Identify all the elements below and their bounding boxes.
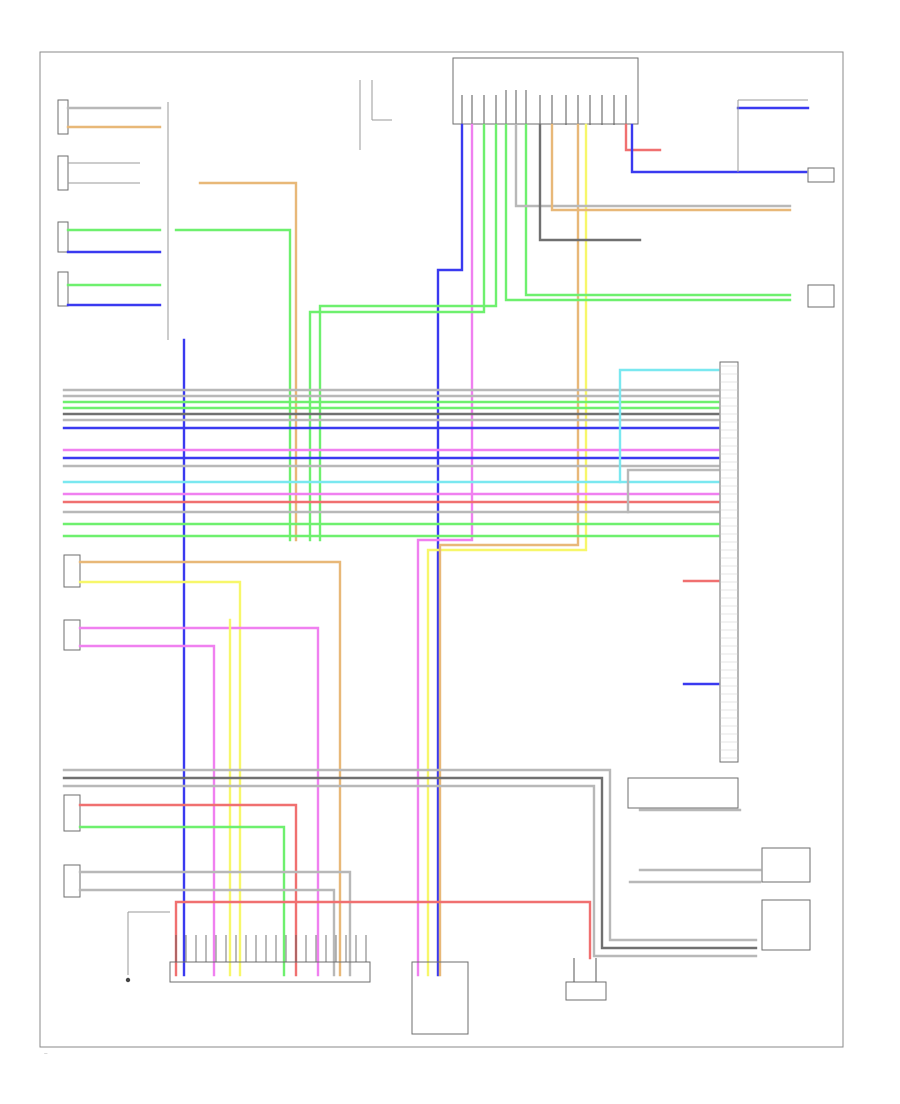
ground-point bbox=[125, 911, 170, 983]
wire-gray-lower-1 bbox=[62, 768, 758, 942]
wire-green-top-4 bbox=[308, 123, 486, 542]
wire-orange-top bbox=[550, 123, 792, 212]
bottom-main-connector bbox=[169, 935, 371, 983]
wire-green-tw-2 bbox=[174, 228, 292, 542]
top-center-connector bbox=[359, 80, 392, 150]
bottom-center-connector bbox=[411, 961, 469, 1035]
wire-gray-riser bbox=[626, 468, 720, 514]
wire-blue-main bbox=[436, 123, 464, 977]
wire-blue-top-right bbox=[630, 123, 808, 174]
right-connector-strip bbox=[719, 361, 739, 763]
wire-green-top-3 bbox=[318, 123, 498, 542]
wire-yellow-center bbox=[78, 580, 242, 977]
wire-pink-main bbox=[416, 123, 474, 977]
diagram-frame bbox=[39, 51, 844, 1048]
top-right-unit-pins bbox=[461, 90, 627, 125]
wire-red-sub bbox=[78, 803, 298, 977]
speaker-front-right bbox=[57, 99, 140, 135]
wire-green-top-2 bbox=[504, 123, 792, 302]
wire-gray-top-2 bbox=[538, 123, 642, 242]
speaker-center bbox=[63, 554, 81, 588]
right-connector-pins bbox=[720, 365, 738, 759]
subwoofer-left bbox=[63, 794, 81, 832]
wire-gray-sub-2 bbox=[78, 888, 336, 977]
wire-harness bbox=[62, 106, 810, 977]
wire-gray-lower-2 bbox=[62, 776, 758, 950]
wire-orange-main bbox=[438, 123, 580, 977]
footer-code: — bbox=[44, 1051, 48, 1055]
speaker-rear-right bbox=[57, 155, 140, 191]
wire-gray-sub bbox=[78, 870, 352, 977]
bottom-antenna-unit bbox=[565, 958, 607, 1001]
wire-green-sub bbox=[78, 825, 286, 977]
wire-red-top bbox=[624, 123, 662, 152]
wire-pink-rl bbox=[78, 626, 320, 977]
top-right-unit bbox=[452, 57, 639, 125]
speaker-rear-left bbox=[63, 619, 81, 651]
wire-orange-center bbox=[78, 560, 342, 977]
wire-yellow-main bbox=[426, 123, 588, 977]
speaker-front-left-tweeter bbox=[57, 221, 69, 253]
wire-orange-rr bbox=[198, 181, 298, 542]
wire-cyan-riser bbox=[618, 368, 720, 484]
wire-red-bottom bbox=[174, 900, 592, 977]
top-right-switch bbox=[807, 167, 835, 308]
bottom-main-connector-pins bbox=[175, 935, 367, 962]
wire-gray-top-1 bbox=[514, 123, 792, 208]
wire-gray-lower-3 bbox=[62, 784, 758, 958]
lower-right-relay bbox=[627, 777, 811, 951]
wire-pink-rl-2 bbox=[78, 644, 216, 977]
top-right-small-connector bbox=[737, 99, 808, 172]
wire-green-top-1 bbox=[524, 123, 792, 297]
speaker-left-door bbox=[57, 271, 69, 307]
subwoofer-right bbox=[63, 864, 81, 898]
